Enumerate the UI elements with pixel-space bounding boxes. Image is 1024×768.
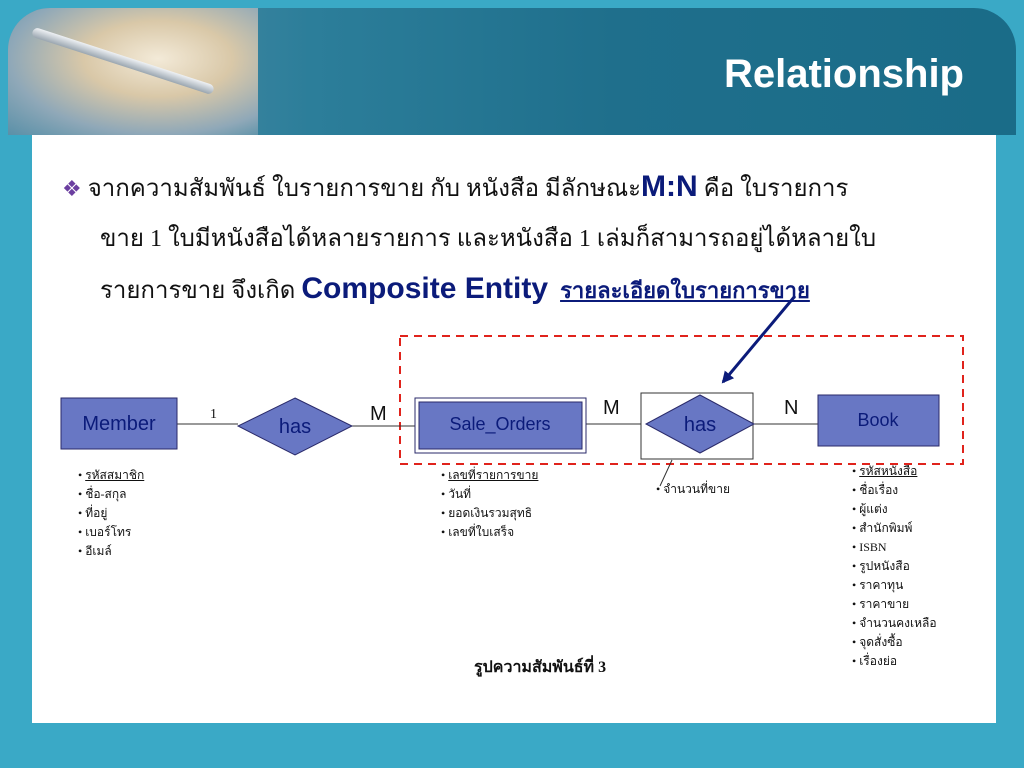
para-line1b: คือ ใบรายการ: [697, 176, 849, 202]
header-photo: [8, 8, 258, 135]
attr-item: รหัสสมาชิก: [78, 466, 144, 485]
entity-sale-orders: [418, 401, 583, 450]
relationship-has-2: [644, 394, 756, 454]
attr-item: ชื่อ-สกุล: [78, 485, 144, 504]
attr-item: เรื่องย่อ: [852, 652, 937, 671]
attr-item: ราคาขาย: [852, 595, 937, 614]
composite-entity-dashed-box: [399, 335, 964, 465]
entity-member-label: Member: [82, 413, 156, 435]
para-line-1: ❖จากความสัมพันธ์ ใบรายการขาย กับ หนังสือ…: [62, 162, 942, 214]
para-line-2: ขาย 1 ใบมีหนังสือได้หลายรายการ และหนังสื…: [100, 226, 877, 252]
attr-item: ชื่อเรื่อง: [852, 481, 937, 500]
composite-entity-name: รายละเอียดใบรายการขาย: [560, 278, 810, 303]
pointer-arrow: [721, 295, 797, 384]
cardinality-n: N: [784, 397, 798, 419]
composite-entity-label: Composite Entity: [301, 272, 549, 305]
attr-item: อีเมล์: [78, 542, 144, 561]
entity-member: [60, 397, 178, 450]
para-line3a: รายการขาย จึงเกิด: [100, 278, 302, 304]
attr-item: สำนักพิมพ์: [852, 519, 937, 538]
attr-item: ที่อยู่: [78, 504, 144, 523]
attr-item: เลขที่ใบเสร็จ: [441, 523, 538, 542]
slide-title: Relationship: [723, 52, 964, 96]
diamond-bullet-icon: ❖: [62, 176, 82, 201]
attr-item: จำนวนคงเหลือ: [852, 614, 936, 633]
attributes-has-2: จำนวนที่ขาย: [656, 480, 730, 499]
slide-header: Relationship: [8, 8, 1016, 135]
attributes-member: รหัสสมาชิก ชื่อ-สกุล ที่อยู่ เบอร์โทร อี…: [78, 466, 144, 561]
entity-sale-orders-label: Sale_Orders: [449, 414, 550, 435]
entity-book-label: Book: [857, 410, 899, 430]
figure-caption: รูปความสัมพันธ์ที่ 3: [474, 659, 607, 676]
para-line-3: รายการขาย จึงเกิด Composite Entity รายละ…: [62, 264, 942, 316]
attr-item: วันที่: [441, 485, 538, 504]
attributes-book: รหัสหนังสือ ชื่อเรื่อง ผู้แต่ง สำนักพิมพ…: [852, 462, 937, 671]
attr-item: รหัสหนังสือ: [852, 462, 937, 481]
attr-item: เลขที่รายการขาย: [441, 466, 538, 485]
attr-item: รูปหนังสือ: [852, 557, 937, 576]
entity-book: [817, 394, 940, 447]
attr-item: ราคาทุน: [852, 576, 937, 595]
relationship-has-2-label: has: [684, 414, 716, 436]
attributes-sale-orders: เลขที่รายการขาย วันที่ ยอดเงินรวมสุทธิ เ…: [441, 466, 538, 542]
cardinality-one: 1: [210, 407, 217, 422]
attr-item: ผู้แต่ง: [852, 500, 937, 519]
para-line1a: จากความสัมพันธ์ ใบรายการขาย กับ หนังสือ …: [87, 176, 642, 202]
attr-item: จุดสั่งซื้อ: [852, 633, 937, 652]
relationship-has-1: [236, 397, 354, 456]
attr-item: จำนวนที่ขาย: [656, 480, 730, 499]
relationship-has-1-label: has: [279, 416, 311, 438]
mn-label: M:N: [641, 170, 698, 203]
description-paragraph: ❖จากความสัมพันธ์ ใบรายการขาย กับ หนังสือ…: [62, 162, 942, 316]
cardinality-m-2: M: [603, 397, 620, 419]
attr-item: ISBN: [852, 538, 937, 557]
attr-item: ยอดเงินรวมสุทธิ: [441, 504, 538, 523]
attr-item: เบอร์โทร: [78, 523, 144, 542]
cardinality-m-1: M: [370, 403, 387, 425]
